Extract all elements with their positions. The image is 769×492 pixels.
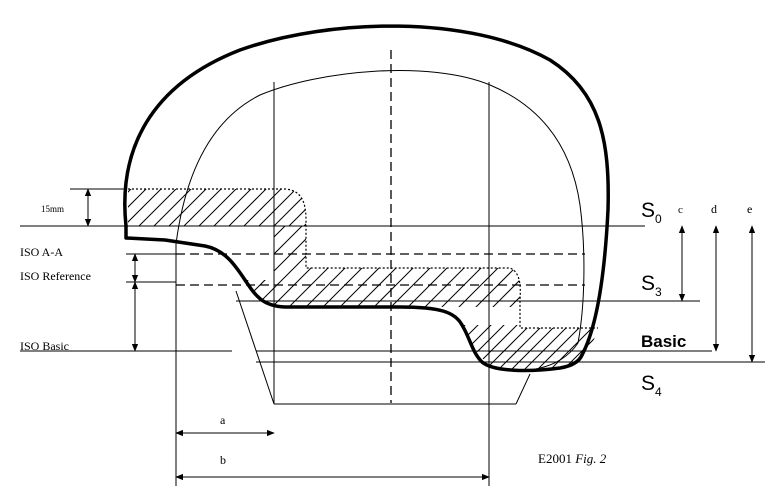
hatch-line	[266, 226, 360, 307]
hatch-line	[315, 185, 360, 230]
hatch-line	[245, 226, 292, 307]
hatch-line	[299, 189, 306, 226]
basic-label: Basic	[641, 332, 686, 351]
hatch-line	[75, 185, 120, 230]
hatch-line	[491, 325, 547, 371]
hatch-line	[284, 189, 306, 226]
hatch-line	[487, 226, 521, 307]
hatch-line	[134, 189, 181, 226]
hatch-line	[179, 189, 226, 226]
hatched-regions	[75, 185, 598, 376]
dim-a-label: a	[220, 413, 226, 427]
hatch-line	[470, 226, 521, 307]
dim-e-label: e	[747, 202, 752, 216]
iso-reference-label: ISO Reference	[20, 269, 91, 283]
s3-label: S3	[641, 272, 662, 299]
hatch-line	[401, 322, 455, 376]
dim-c-label: c	[678, 204, 683, 216]
s0-label: S0	[641, 199, 662, 226]
hatch-line	[462, 325, 495, 371]
hatch-line	[254, 189, 301, 226]
iso-basic-label: ISO Basic	[20, 339, 69, 353]
s4-label: S4	[641, 372, 662, 399]
hatch-line	[351, 226, 445, 307]
hatch-line	[402, 226, 496, 307]
hatch-line	[543, 325, 598, 371]
hatch-line	[128, 189, 166, 226]
hatch-line	[249, 226, 343, 307]
hatch-line	[128, 189, 151, 226]
dimension-arrows	[70, 188, 756, 481]
reference-lines	[20, 225, 765, 363]
hatch-line	[317, 226, 411, 307]
iso-aa-label: ISO A-A	[20, 245, 63, 259]
hatch-line	[164, 189, 211, 226]
hatch-line	[462, 325, 469, 371]
hatch-line	[149, 189, 196, 226]
hatch-line	[148, 220, 240, 312]
hatch-line	[269, 189, 306, 226]
hatch-line	[385, 226, 479, 307]
hatch-line	[128, 189, 136, 226]
measurement-frame	[175, 82, 531, 486]
figure-caption: E2001 Fig. 2	[538, 451, 607, 466]
hatch-line	[245, 226, 326, 307]
hatch-line	[334, 226, 428, 307]
hatch-line	[504, 325, 560, 371]
hatched-zone-outlines	[128, 188, 598, 329]
dim-15mm-label: 15mm	[41, 204, 64, 214]
hatch-line	[239, 189, 286, 226]
hatch-line	[283, 226, 377, 307]
outer-helmet-shell	[123, 24, 610, 357]
hatch-line	[209, 189, 256, 226]
hatch-line	[300, 226, 394, 307]
dim-d-label: d	[711, 202, 717, 216]
hatch-line	[517, 325, 573, 371]
hatch-line	[453, 226, 521, 307]
hatch-line	[368, 226, 462, 307]
hatch-line	[224, 189, 271, 226]
dim-b-label: b	[220, 453, 226, 467]
hatch-line	[462, 325, 482, 371]
inner-head-form	[175, 70, 585, 372]
hatch-line	[194, 189, 241, 226]
hatch-line	[462, 325, 508, 371]
hatch-line	[569, 325, 598, 371]
headform-profile-contour	[124, 224, 584, 373]
hatch-line	[245, 226, 258, 307]
hatch-line	[436, 226, 521, 307]
hatch-line	[530, 325, 586, 371]
hatch-line	[419, 226, 513, 307]
